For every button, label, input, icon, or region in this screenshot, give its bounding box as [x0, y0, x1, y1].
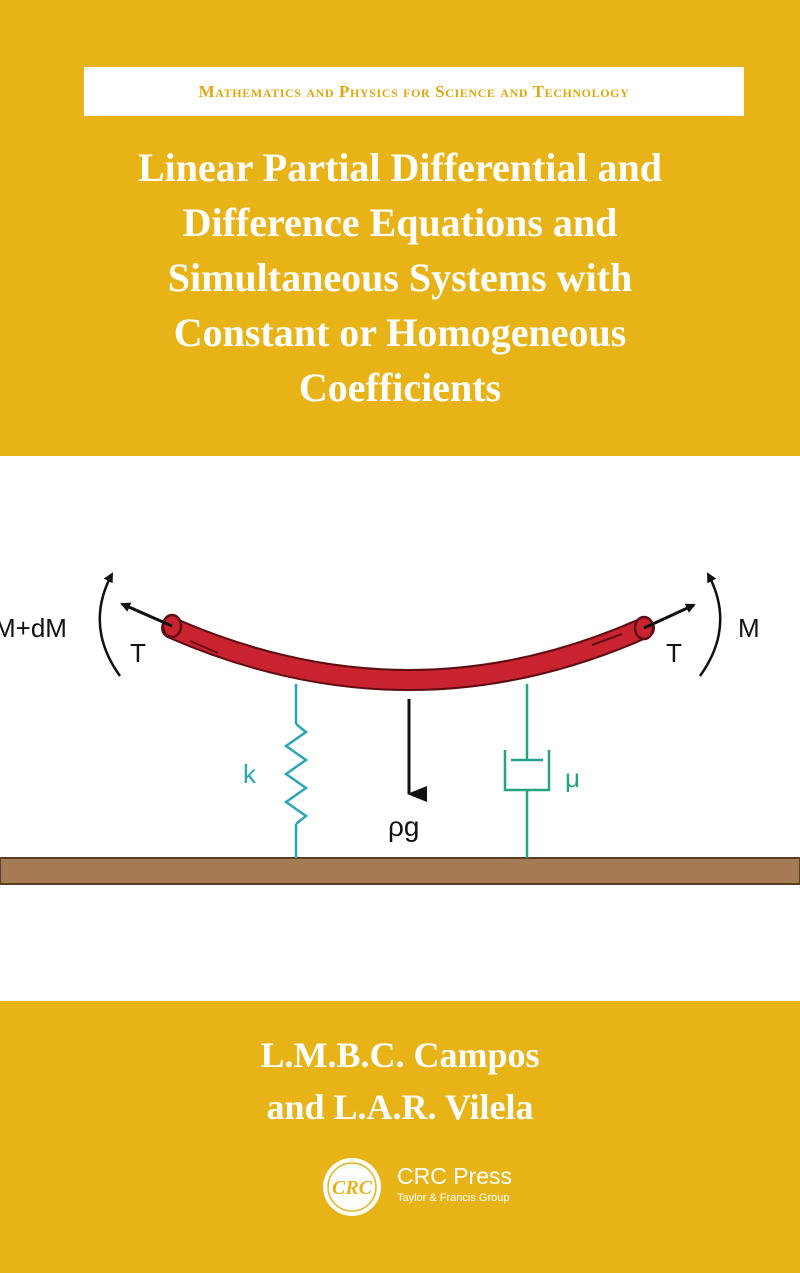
publisher-block: CRC CRC Press Taylor & Francis Group [321, 1157, 541, 1217]
spring-label: k [243, 759, 257, 789]
moment-arc-left [98, 572, 122, 677]
title-line: Constant or Homogeneous [173, 310, 627, 355]
title-line: Simultaneous Systems with [167, 255, 633, 300]
tension-label-left: T [130, 638, 146, 668]
weight-label: ρg [388, 811, 420, 842]
moment-label-right: M [738, 613, 760, 643]
book-title: Linear Partial Differential and Differen… [40, 140, 760, 415]
bottom-band [0, 1001, 800, 1273]
beam-diagram: k μ T T M+dM M ρg [0, 572, 800, 885]
title-line: Linear Partial Differential and [137, 145, 663, 190]
series-banner: Mathematics and Physics for Science and … [84, 67, 744, 116]
title-line: Coefficients [298, 365, 502, 410]
top-band: Mathematics and Physics for Science and … [0, 0, 800, 456]
spring-element [283, 684, 309, 858]
moment-label-left: M+dM [0, 613, 67, 643]
tension-label-right: T [666, 638, 682, 668]
damper-label: μ [565, 763, 580, 793]
ground-bar [0, 857, 800, 885]
moment-arc-right [698, 572, 722, 677]
title-line: Difference Equations and [182, 200, 618, 245]
tension-arrow-left [120, 602, 173, 628]
publisher-group: Taylor & Francis Group [397, 1192, 510, 1204]
publisher-name: CRC Press [397, 1163, 513, 1189]
crc-logo-text: CRC [332, 1177, 373, 1199]
damper-element [503, 684, 551, 858]
author-line-1: L.M.B.C. Campos [260, 1035, 540, 1075]
tension-arrow-right [643, 603, 696, 630]
crc-logo-icon: CRC [323, 1158, 381, 1216]
author-line-2: and L.A.R. Vilela [266, 1087, 534, 1127]
series-title: Mathematics and Physics for Science and … [198, 81, 630, 101]
